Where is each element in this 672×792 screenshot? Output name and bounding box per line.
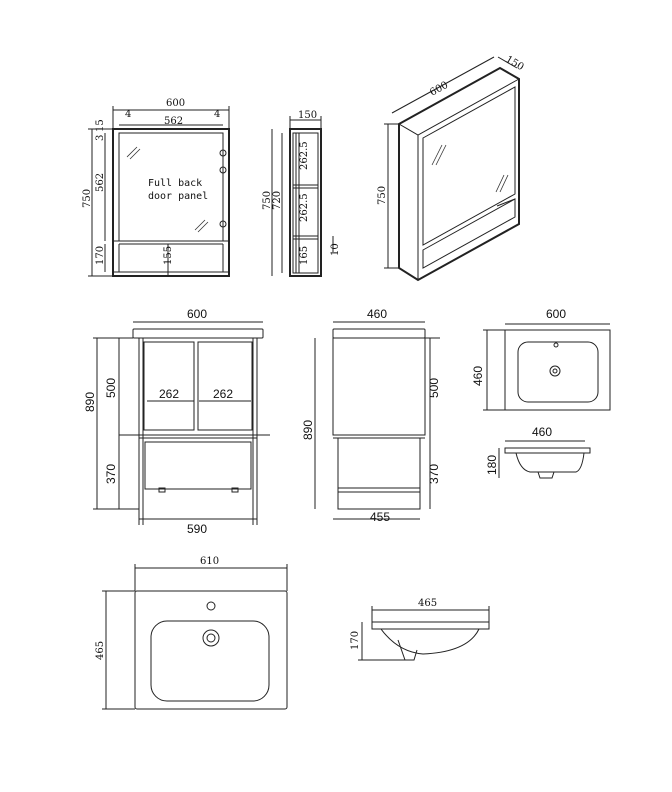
dim-side-shelf-height: 370 <box>427 464 441 484</box>
dim-basin-large-profile-height: 170 <box>350 631 361 650</box>
dim-vanity-height: 890 <box>83 392 97 412</box>
dim-basin-small-profile-height: 180 <box>485 455 499 475</box>
vanity-front-view: 262 262 600 590 890 500 370 <box>83 307 270 536</box>
vanity-top <box>132 328 264 339</box>
dim-top-b: 3 <box>95 135 106 141</box>
dim-shelf-space-2: 262.5 <box>299 193 310 222</box>
dim-vanity-shelf-height: 370 <box>104 464 118 484</box>
basin-bowl <box>517 341 599 403</box>
vanity-side-view: 460 455 890 500 370 <box>301 307 441 524</box>
dim-bottom-thickness: 10 <box>330 243 341 256</box>
dim-width-total: 600 <box>166 98 185 109</box>
note-line-2: door panel <box>148 191 208 202</box>
dim-bottom-space: 165 <box>299 246 310 265</box>
dim-basin-small-width: 600 <box>546 307 566 321</box>
mirror-cabinet-side-view: 150 750 720 262.5 262.5 165 10 <box>262 110 341 277</box>
dim-shelf-height: 170 <box>95 246 106 265</box>
dim-side-height-inner: 720 <box>272 191 283 210</box>
dim-iso-depth: 150 <box>504 54 526 73</box>
dim-side-door-height: 500 <box>427 378 441 398</box>
dim-door-left: 262 <box>159 387 179 401</box>
drain-large-icon <box>202 629 220 647</box>
basin-small-profile-view: 460 180 <box>485 425 591 479</box>
dim-top-a: 15 <box>95 119 106 132</box>
cabinet-outline <box>112 128 230 277</box>
dim-width-inner: 562 <box>164 116 183 127</box>
basin-large-top-view: 610 465 <box>95 556 288 710</box>
dim-side-left: 4 <box>125 109 131 120</box>
basin-large-bowl <box>150 620 270 702</box>
basin-large-profile-view: 465 170 <box>350 598 490 661</box>
dim-door-right: 262 <box>213 387 233 401</box>
basin-small-top-view: 600 460 <box>471 307 611 411</box>
dim-basin-large-depth: 465 <box>95 641 106 660</box>
dim-vanity-width: 600 <box>187 307 207 321</box>
tap-hole <box>553 342 559 348</box>
dim-vanity-base-depth: 455 <box>370 510 390 524</box>
tap-hole-large <box>206 601 216 611</box>
dim-shelf-space-1: 262.5 <box>299 141 310 170</box>
dim-basin-small-depth: 460 <box>471 366 485 386</box>
dim-side-right: 4 <box>214 109 220 120</box>
dim-vanity-door-height: 500 <box>104 378 118 398</box>
dim-shelf-split: 155 <box>163 246 174 265</box>
dim-side-vanity-height: 890 <box>301 420 315 440</box>
dim-depth: 150 <box>298 110 317 121</box>
mirror-cabinet-front-view: Full back door panel 600 4 4 562 750 562… <box>82 98 230 277</box>
door-right <box>197 341 253 431</box>
basin-large-outline <box>134 590 288 710</box>
dim-height-total: 750 <box>82 189 93 208</box>
side-outline <box>289 128 322 277</box>
dim-door-height: 562 <box>95 173 106 192</box>
dim-vanity-depth: 460 <box>367 307 387 321</box>
open-shelf <box>144 441 252 490</box>
dim-side-height-total: 750 <box>262 191 273 210</box>
door-left <box>143 341 195 431</box>
dim-basin-large-profile-width: 465 <box>418 598 437 609</box>
note-line-1: Full back <box>148 178 202 189</box>
mirror-cabinet-iso-view: 600 150 750 <box>377 54 526 282</box>
dim-base-width: 590 <box>187 522 207 536</box>
iso-reflection-icon <box>431 144 509 193</box>
drain-icon <box>549 365 561 377</box>
glass-reflection-icon <box>126 146 209 233</box>
basin-outline <box>504 329 611 411</box>
dim-basin-small-profile-width: 460 <box>532 425 552 439</box>
dim-basin-large-width: 610 <box>200 556 219 567</box>
dim-iso-height: 750 <box>377 186 388 205</box>
hinge-icon <box>219 149 227 228</box>
